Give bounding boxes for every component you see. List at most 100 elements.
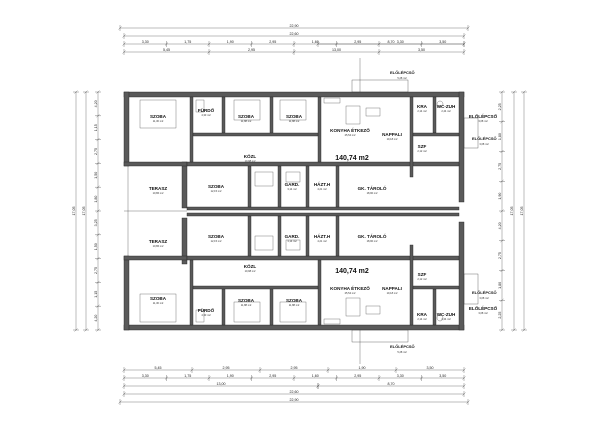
bottom-room-wc-area: 2,44 m2	[441, 317, 451, 321]
dim-top-overall2-label: 22,60	[290, 32, 299, 36]
bottom-room-szoba1-name: SZOBA	[150, 296, 167, 301]
elolepcso-right-top-label: ELŐLÉPCSŐ	[472, 136, 497, 141]
bottom-room-haztt-area: 4,21 m2	[317, 239, 327, 243]
bottom-room-szoba2-area: 11,88 m2	[241, 303, 252, 307]
dim-right-label: 2,75	[498, 163, 502, 170]
top-room-wc-area: 2,44 m2	[441, 109, 451, 113]
dim-left-label: 1,50	[94, 243, 98, 250]
dim-right-label: 2,75	[498, 252, 502, 259]
bottom-room-szf-area: 2,12 m2	[417, 277, 427, 281]
dim-right-total2-label: 17,05	[520, 207, 524, 216]
floor-area-bottom: 140,74 m2	[335, 268, 369, 275]
top-room-gktar-area: 18,90 m2	[367, 191, 378, 195]
bottom-room-elolepcso-area: 3,08 m2	[478, 311, 488, 315]
dim-right-label: 1,90	[498, 193, 502, 200]
building-outline	[123, 91, 465, 331]
bottom-room-furdo-area: 4,33 m2	[201, 313, 211, 317]
dim-bottom-overall1-label: 22,60	[290, 390, 299, 394]
top-room-szoba4-area: 12,15 m2	[211, 189, 222, 193]
dim-top-row3-label: 1,75	[184, 40, 191, 44]
dim-top-row3-label: 3,30	[142, 40, 149, 44]
dim-right-label: 2,25	[498, 312, 502, 319]
furniture	[139, 58, 479, 364]
bottom-room-nappali-name: NAPPALI	[382, 286, 402, 291]
dim-left-label: 2,75	[94, 148, 98, 155]
top-room-szoba4-name: SZOBA	[208, 184, 225, 189]
dim-top-row4-label: 2,95	[248, 48, 255, 52]
top-room-haztt-area: 4,21 m2	[317, 187, 327, 191]
bottom-room-szoba3-name: SZOBA	[286, 298, 303, 303]
top-room-elolepcso-area: 3,08 m2	[478, 119, 488, 123]
dim-bottom-row2-label: 1,90	[227, 374, 234, 378]
top-room-szf-area: 2,12 m2	[417, 149, 427, 153]
top-room-gktar-name: GK. TÁROLÓ	[358, 184, 387, 191]
dim-top-row4-label: 3,50	[418, 48, 425, 52]
dim-bottom-overall2-label: 22,90	[290, 398, 299, 402]
elolepcso-bottom-area: 5,28 m2	[397, 350, 407, 354]
dim-right-label: 4,20	[498, 222, 502, 229]
bottom-room-kra-area: 2,14 m2	[417, 317, 427, 321]
top-room-terasz-area: 10,86 m2	[153, 191, 164, 195]
dim-bottom-row2-label: 2,95	[269, 374, 276, 378]
dim-right-label: 1,80	[498, 133, 502, 140]
bottom-room-kozl-area: 10,98 m2	[245, 269, 256, 273]
dim-left-total2-label: 17,05	[72, 207, 76, 216]
dim-top-row3-label: 2,95	[269, 40, 276, 44]
dim-bottom-row1-label: 2,95	[223, 366, 230, 370]
bottom-room-gktar-name: GK. TÁROLÓ	[358, 232, 387, 239]
top-room-szoba3-name: SZOBA	[286, 114, 303, 119]
elolepcso-bottom-label: ELŐLÉPCSŐ	[390, 344, 415, 349]
top-room-haztt-name: HÁZT.H	[314, 181, 331, 187]
dim-left-label: 1,15	[94, 291, 98, 298]
bottom-room-gard-area: 3,14 m2	[287, 239, 297, 243]
dim-bottom-row1-label: 1,90	[359, 366, 366, 370]
bottom-room-szf-name: SZF	[418, 272, 427, 277]
bottom-room-szoba2-name: SZOBA	[238, 298, 255, 303]
top-room-terasz-name: TERASZ	[149, 186, 168, 191]
dim-top-row3-label: 2,95	[354, 40, 361, 44]
bottom-room-gktar-area: 18,90 m2	[367, 239, 378, 243]
bottom-room-kozl-name: KÖZL	[244, 263, 257, 269]
dim-bottom-row1-label: 3,50	[427, 366, 434, 370]
dim-left-label: 3,25	[94, 219, 98, 226]
dim-bottom-row2-label: 3,30	[142, 374, 149, 378]
top-room-kozl-name: KÖZL	[244, 153, 257, 159]
top-room-kra-name: KRA	[417, 104, 428, 109]
top-room-gard-area: 3,14 m2	[287, 187, 297, 191]
dim-left-label: 2,75	[94, 267, 98, 274]
dim-bottom-row2-label: 1,75	[184, 374, 191, 378]
elolepcso-right-bottom-label: ELŐLÉPCSŐ	[472, 290, 497, 295]
dim-bottom-row2-label: 3,30	[397, 374, 404, 378]
dim-left-label: 4,20	[94, 100, 98, 107]
dim-top-row3-label: 3,30	[397, 40, 404, 44]
dim-top-row4-label: 13,00	[332, 48, 341, 52]
bottom-room-szoba4-name: SZOBA	[208, 234, 225, 239]
floor-area-top: 140,74 m2	[335, 155, 369, 162]
dim-right-label: 2,25	[498, 103, 502, 110]
bottom-room-kra-name: KRA	[417, 312, 428, 317]
bottom-room-wc-name: WC-ZUH	[437, 312, 456, 317]
dim-bottom-row1-label: 2,95	[291, 366, 298, 370]
dim-right-label: 1,80	[498, 282, 502, 289]
top-room-nappali-area: 19,18 m2	[387, 137, 398, 141]
top-room-szf-name: SZF	[418, 144, 427, 149]
dim-left-label: 1,80	[94, 196, 98, 203]
dim-top-row3-label: 1,60	[312, 40, 319, 44]
bottom-room-haztt-name: HÁZT.H	[314, 233, 331, 239]
top-room-kra-area: 2,14 m2	[417, 109, 427, 113]
bottom-room-gard-name: GARD.	[285, 234, 300, 239]
dim-bottom-row2-label: 1,60	[312, 374, 319, 378]
dim-bottom-b-label: 8,70	[388, 382, 395, 386]
dim-top-row3-label: 1,90	[227, 40, 234, 44]
elolepcso-top-label: ELŐLÉPCSŐ	[390, 70, 415, 75]
bottom-room-furdo-name: FÜRDŐ	[198, 307, 215, 313]
dim-left-label: 4,20	[94, 315, 98, 322]
bottom-room-nappali-area: 19,18 m2	[387, 291, 398, 295]
dim-top-overall1-label: 22,90	[290, 24, 299, 28]
bottom-room-konyha-area: 25,54 m2	[345, 291, 356, 295]
dim-bottom-a-label: 13,00	[217, 382, 226, 386]
dim-bottom-row1-label: 5,45	[155, 366, 162, 370]
dim-bottom-row2-label: 2,95	[354, 374, 361, 378]
dim-top-row4-label: 5,45	[163, 48, 170, 52]
